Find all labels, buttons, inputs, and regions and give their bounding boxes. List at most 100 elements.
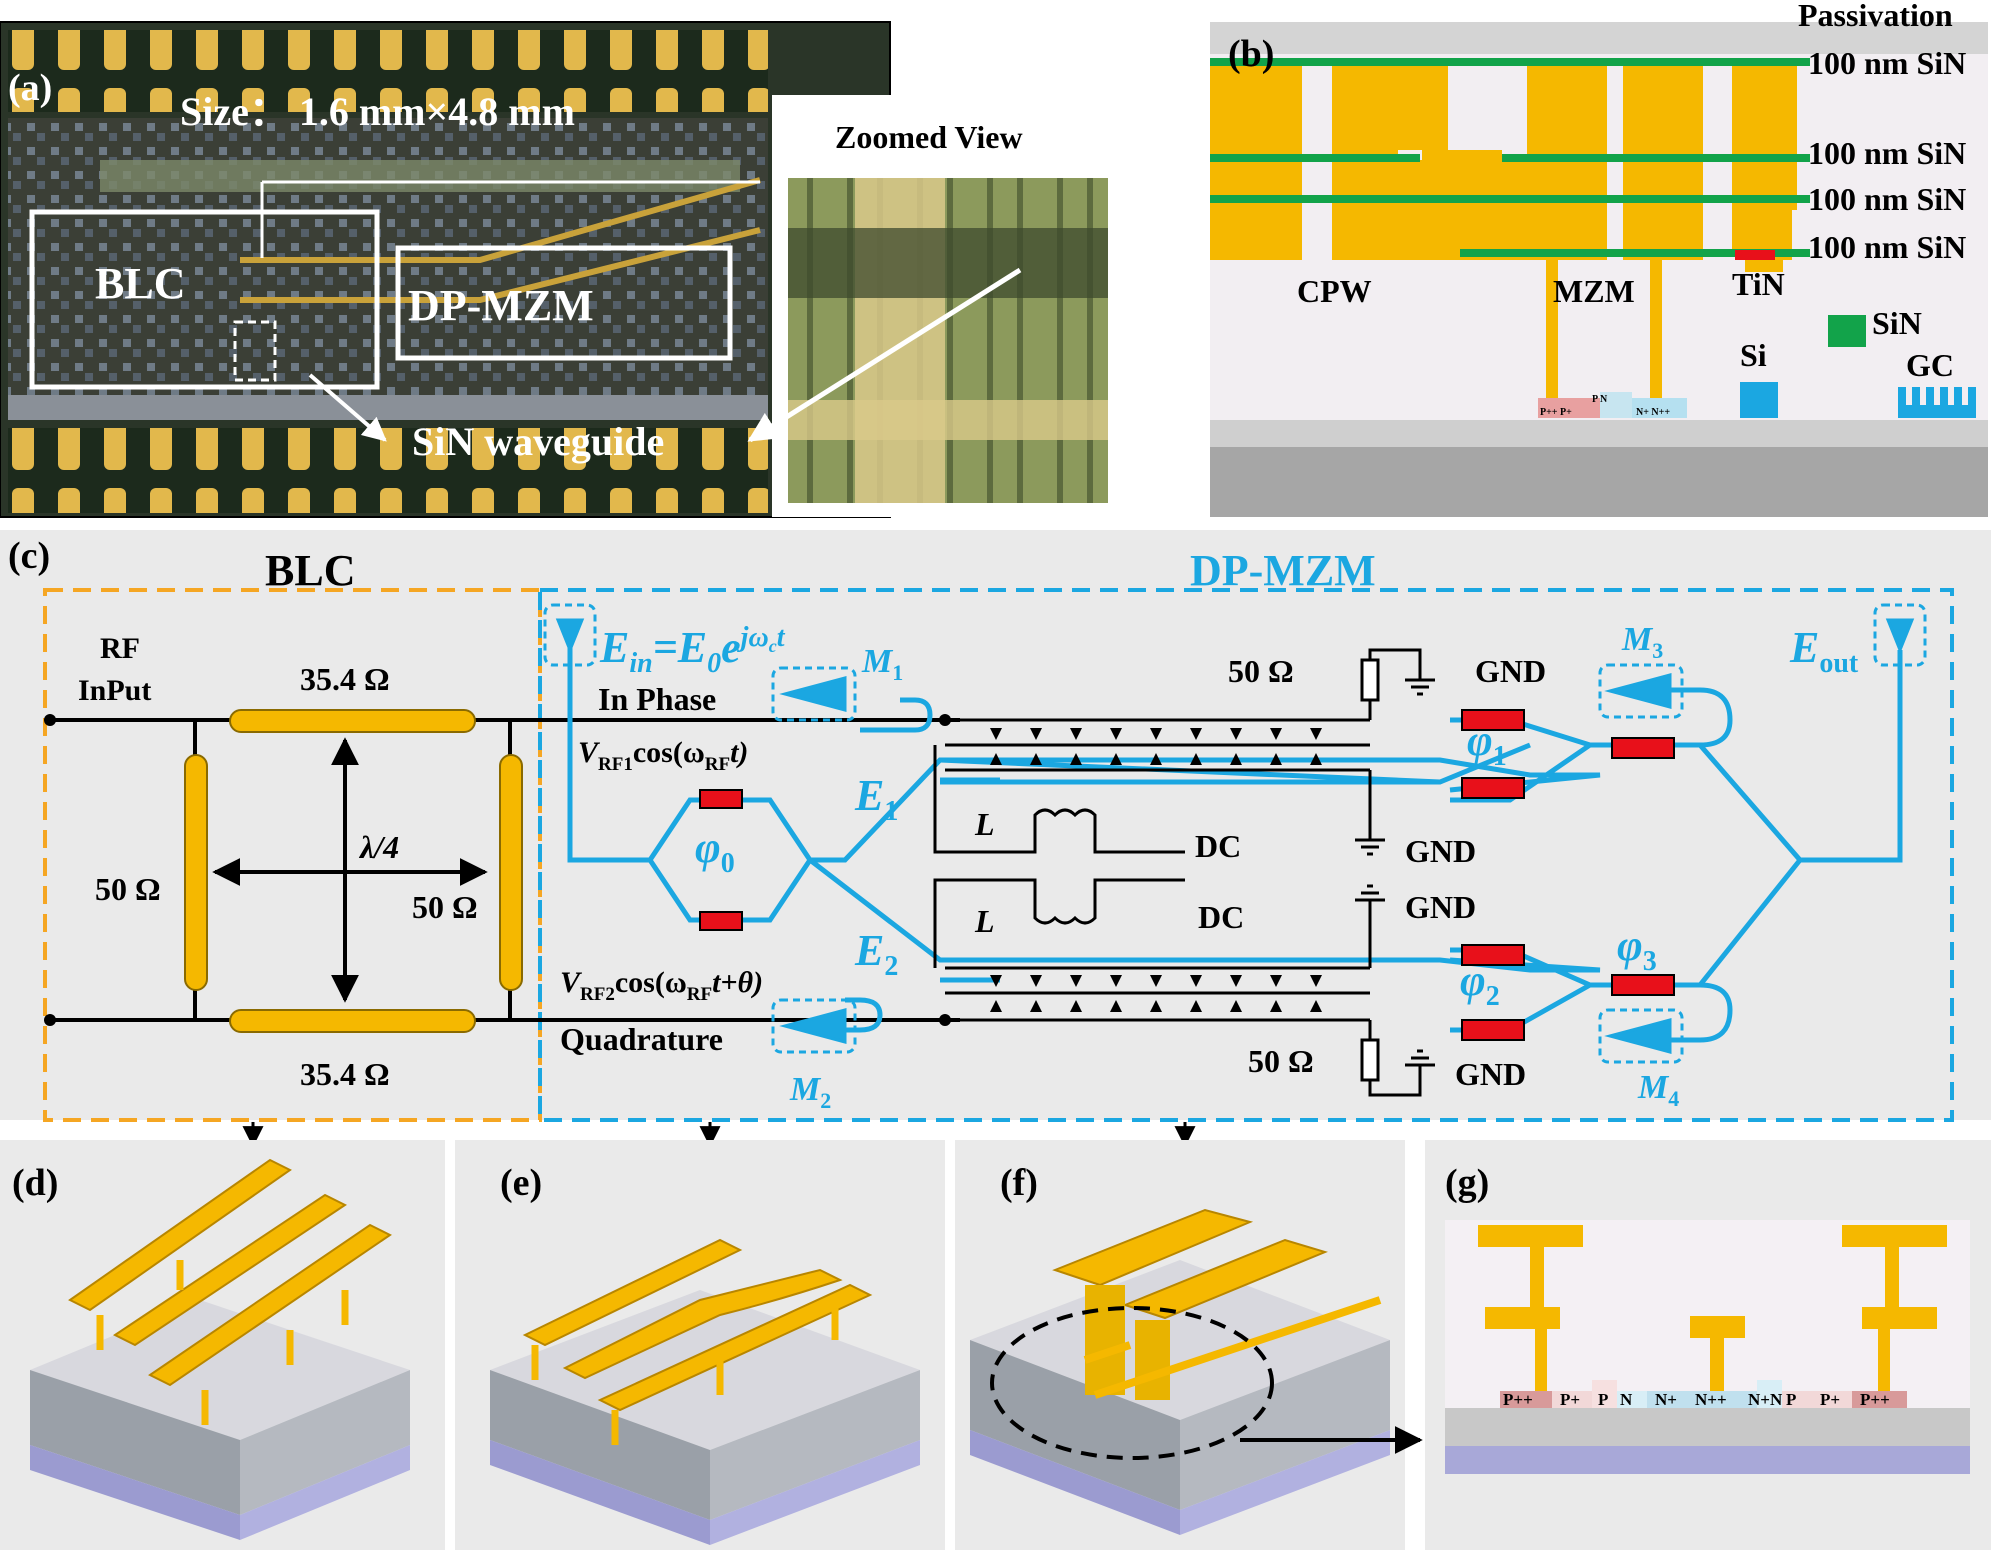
phi1-label: φ1 (1467, 716, 1507, 772)
bond-pads-top (8, 30, 768, 112)
m1-label: M1 (861, 643, 903, 685)
cpw-strip-3 (148, 1223, 392, 1387)
lambda-quarter-label: λ/4 (358, 829, 399, 865)
si-label: Si (1740, 337, 1767, 373)
mzm-electrode-3 (597, 1283, 873, 1412)
panel-f: (f) (955, 1140, 1423, 1550)
grating-couplers-c (543, 603, 1927, 1064)
doping-label-8: N (1770, 1390, 1783, 1409)
e1-label: E1 (854, 771, 898, 827)
mzm-label: MZM (1553, 273, 1635, 309)
panel-a: (a) Size： 1.6 mm×4.8 mm BLC DP-MZM SiN w… (0, 21, 1124, 518)
doping-label-11: P++ (1860, 1390, 1890, 1409)
zoomed-view-image (788, 178, 1108, 503)
grating-coupler (1898, 387, 1976, 418)
inductor-label-1: L (974, 806, 995, 842)
bond-pads-bottom (8, 428, 768, 513)
doping-label-7: N+ (1748, 1390, 1770, 1409)
sin-layer-label-4: 100 nm SiN (1808, 229, 1966, 265)
m3-label: M3 (1621, 621, 1663, 663)
panel-g: (g) P++ P+ P N N+ N++ N+ N P P+ P++ (1425, 1140, 1991, 1550)
blc-chip-label: BLC (95, 259, 185, 308)
m2-label: M2 (789, 1071, 831, 1113)
doping-label-2: P+ (1560, 1390, 1580, 1409)
zoomed-view-title: Zoomed View (835, 119, 1023, 155)
heater-metal-top-2 (1122, 1238, 1328, 1320)
panel-b-label: (b) (1228, 33, 1274, 75)
mzm-electrode-2 (562, 1268, 843, 1380)
sin-legend-label: SiN (1872, 305, 1922, 341)
doping-label-10: P+ (1820, 1390, 1840, 1409)
doping-label-6: N++ (1695, 1390, 1727, 1409)
dpmzm-box (395, 245, 733, 361)
tin-label: TiN (1732, 266, 1785, 302)
panel-e: (e) (455, 1140, 945, 1550)
phi2-label: φ2 (1460, 956, 1500, 1012)
sin-layers (1210, 58, 1810, 257)
line-35-bottom (229, 1009, 476, 1033)
line-35-top (229, 709, 476, 733)
heater-metal-top-1 (1052, 1208, 1254, 1287)
blc-box (29, 209, 380, 390)
cpw-label: CPW (1297, 273, 1372, 309)
doping-label-5: N+ (1655, 1390, 1677, 1409)
in-phase-label: In Phase (598, 681, 716, 717)
panel-c: (c) BLC DP-MZM RF InPut 35.4 Ω 35.4 Ω 50… (0, 530, 1991, 1122)
traveling-wave-electrode (933, 648, 1435, 1097)
rf-input-label-1: RF (100, 632, 140, 665)
quadrature-label: Quadrature (560, 1021, 723, 1057)
si-waveguide (1740, 382, 1778, 418)
mzm-electrode-1 (522, 1238, 743, 1347)
line-50-left (184, 754, 208, 991)
doping-label-9: P (1786, 1390, 1796, 1409)
mzm-contact-left (1546, 255, 1558, 405)
phase-shifters (699, 709, 1675, 1041)
dc-label-1: DC (1195, 828, 1241, 864)
panel-g-label: (g) (1445, 1162, 1489, 1204)
panel-f-label: (f) (1000, 1162, 1038, 1204)
panel-d: (d) (0, 1140, 445, 1550)
mzm-contact-right (1650, 255, 1662, 405)
sin-layer-label-2: 100 nm SiN (1808, 135, 1966, 171)
doping-mid-label: P N (1592, 394, 1608, 405)
blc-title: BLC (265, 546, 355, 595)
gnd-label-2: GND (1405, 833, 1476, 869)
sin-layer-label-1: 100 nm SiN (1808, 45, 1966, 81)
cpw-strip-2 (113, 1193, 347, 1347)
r50-top-label: 50 Ω (1228, 653, 1294, 689)
gnd-label-1: GND (1475, 653, 1546, 689)
r50-bottom-label: 50 Ω (1248, 1043, 1314, 1079)
sin-waveguide-label: SiN waveguide (412, 419, 664, 464)
doping-label-4: N (1620, 1390, 1633, 1409)
inductor-label-2: L (974, 903, 995, 939)
dpmzm-title: DP-MZM (1190, 546, 1376, 595)
passivation-label: Passivation (1798, 0, 1953, 33)
panel-c-label: (c) (8, 535, 50, 577)
z-left-label: 50 Ω (95, 871, 161, 907)
zoom-source-box (233, 320, 277, 382)
z-top-label: 35.4 Ω (300, 661, 390, 697)
chip-size-label: Size： 1.6 mm×4.8 mm (180, 89, 575, 134)
dc-label-2: DC (1198, 899, 1244, 935)
m4-label: M4 (1637, 1069, 1679, 1111)
phi0-label: φ0 (695, 823, 735, 879)
cpw-strip-1 (68, 1158, 292, 1312)
ein-label: Ein=E0ejωct (599, 622, 786, 679)
tin-heater (1735, 250, 1775, 260)
panel-a-label: (a) (8, 67, 52, 109)
gnd-label-4: GND (1455, 1056, 1526, 1092)
pn-diode-array (990, 728, 1322, 1012)
panel-b: (b) Passivation 100 nm SiN 100 nm SiN 10… (1210, 0, 1988, 517)
e2-label: E2 (854, 926, 898, 982)
gnd-label-3: GND (1405, 889, 1476, 925)
gc-label: GC (1906, 347, 1954, 383)
sin-layer-label-3: 100 nm SiN (1808, 181, 1966, 217)
doping-label-3: P (1598, 1390, 1608, 1409)
doping-left-label: P++ P+ (1540, 407, 1572, 418)
z-right-label: 50 Ω (412, 889, 478, 925)
panel-e-label: (e) (500, 1162, 542, 1204)
dpmzm-region (538, 588, 1954, 1122)
doping-label-1: P++ (1503, 1390, 1533, 1409)
doping-right-label: N+ N++ (1636, 407, 1670, 418)
